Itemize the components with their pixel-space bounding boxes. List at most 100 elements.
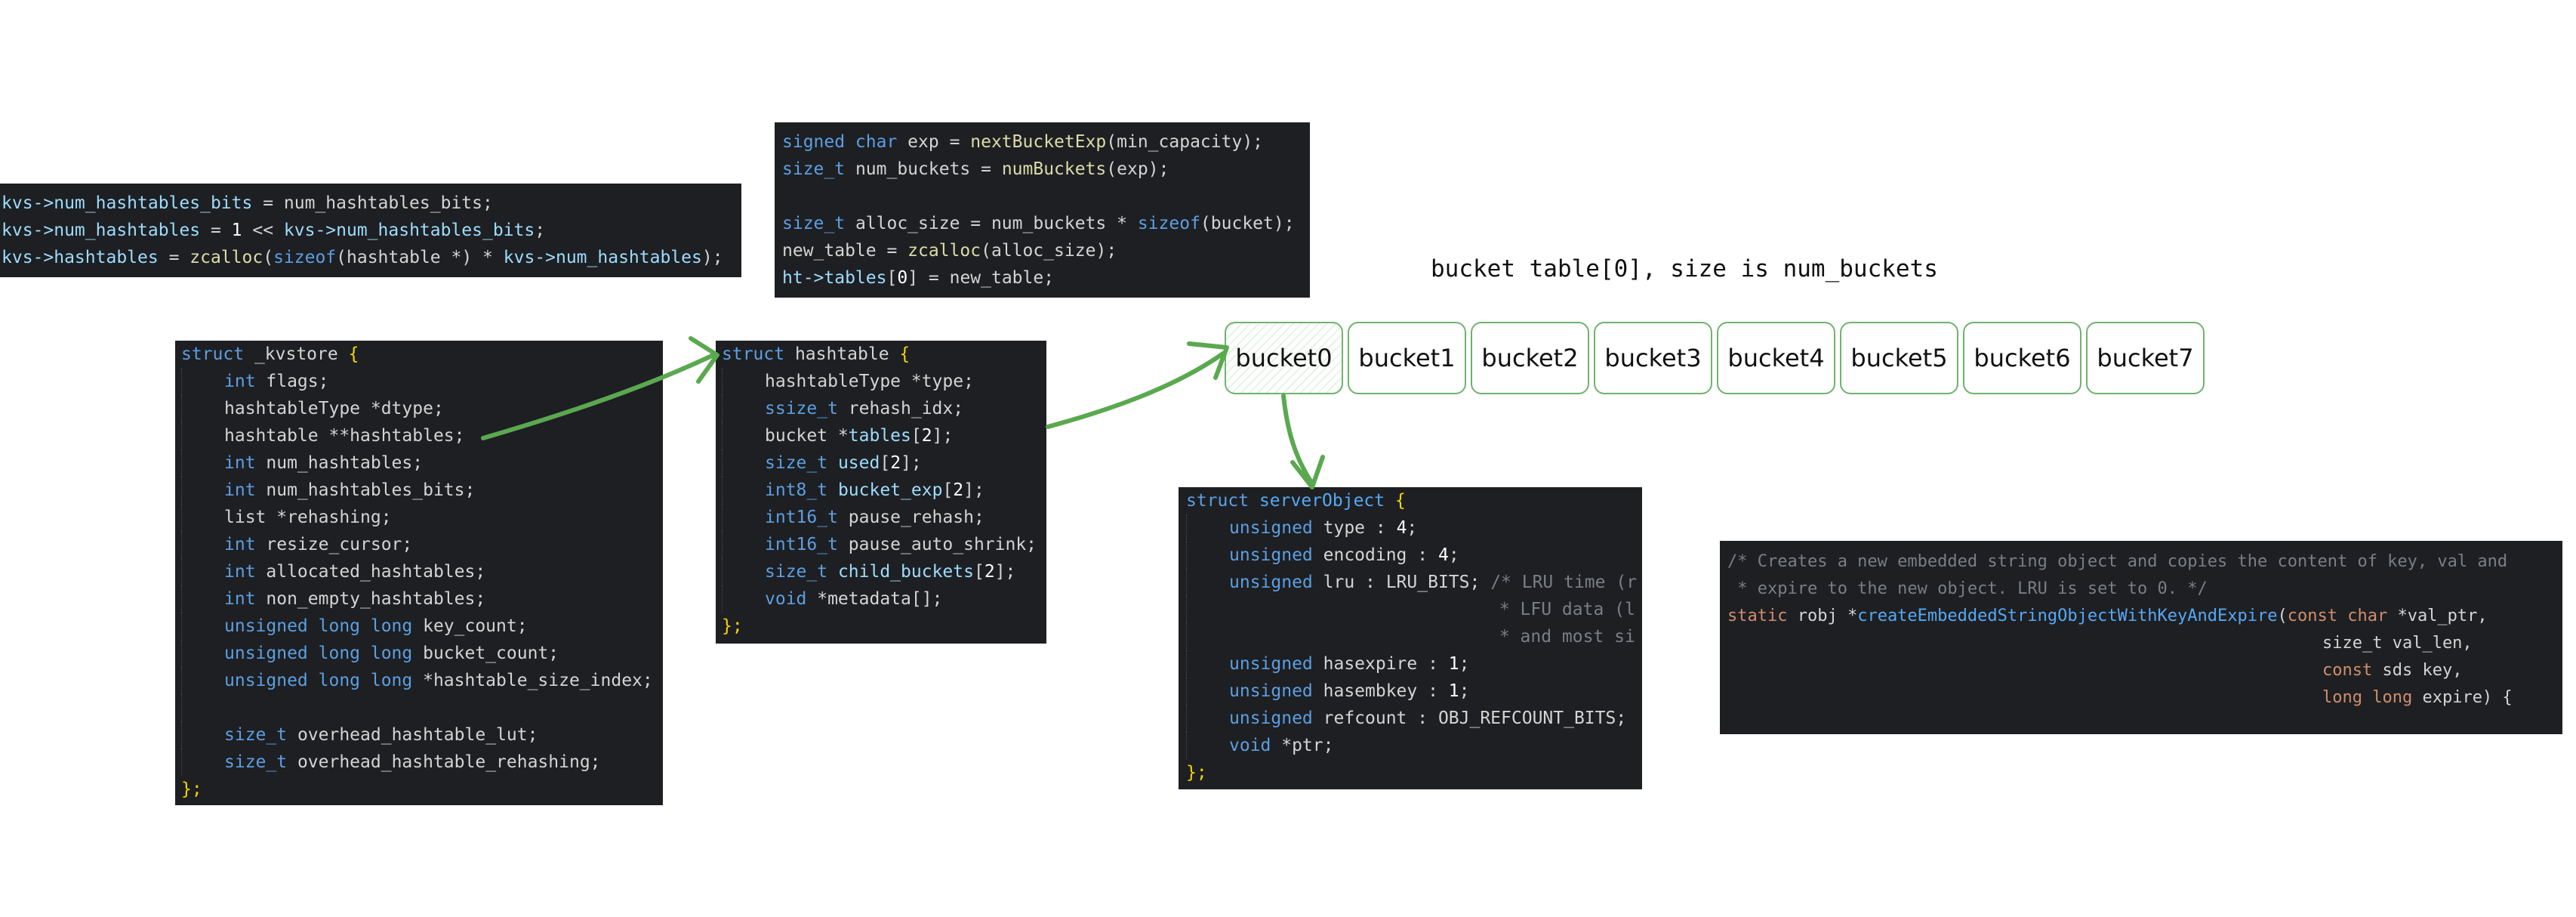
code-token: bucket_exp <box>837 480 943 500</box>
code-token: key_count; <box>412 616 528 636</box>
code-token: = new_table; <box>918 268 1055 288</box>
indent-guide <box>181 613 224 640</box>
code-token: ; <box>1253 132 1264 152</box>
code-token: lru : LRU_BITS; <box>1312 573 1491 592</box>
indent-guide <box>1186 623 1489 650</box>
code-line: int num_hashtables_bits; <box>181 477 663 504</box>
code-token: ( <box>2277 607 2288 625</box>
serverobject-struct-code: struct serverObject {unsigned type : 4;u… <box>1179 487 1642 789</box>
code-token: = <box>200 221 232 240</box>
indent-guide <box>722 449 765 477</box>
code-token: nextBucketExp <box>970 132 1107 152</box>
indent-guide <box>181 477 224 504</box>
code-token: hashtableType *dtype; <box>224 399 444 418</box>
code-token: [ <box>886 268 898 288</box>
code-token: int <box>224 480 256 500</box>
code-token: ) <box>701 248 713 267</box>
code-token: resize_cursor; <box>255 535 413 554</box>
indent-guide <box>181 368 224 395</box>
code-token: overhead_hashtable_rehashing; <box>287 752 601 772</box>
bucket-3: bucket3 <box>1594 322 1712 394</box>
code-token: ; <box>1158 159 1169 179</box>
code-token: ( <box>1106 159 1117 179</box>
code-line: int16_t pause_rehash; <box>722 504 1046 531</box>
code-token: non_empty_hashtables; <box>255 589 486 609</box>
code-token: robj * <box>1787 607 1858 625</box>
code-token: [ <box>942 480 954 500</box>
code-line: ssize_t rehash_idx; <box>722 395 1046 422</box>
code-token: ) <box>1095 241 1107 261</box>
code-line: }; <box>1186 759 1642 786</box>
code-token: * <box>472 248 504 267</box>
code-token: sizeof <box>1137 214 1200 233</box>
code-token: int16_t <box>765 508 838 527</box>
code-line: kvs->num_hashtables_bits = num_hashtable… <box>2 190 741 217</box>
code-token: size_t <box>782 214 846 233</box>
code-line: int allocated_hashtables; <box>181 558 663 585</box>
code-token: { <box>1394 491 1406 511</box>
code-token: ] <box>932 426 943 446</box>
code-line: size_t used[2]; <box>722 449 1046 477</box>
code-line: /* Creates a new embedded string object … <box>1727 548 2562 576</box>
code-token: ; <box>1459 681 1470 701</box>
code-token: rehash_idx; <box>837 399 964 418</box>
code-token: ) <box>1148 159 1159 179</box>
arrow-hashtable-to-bucket0 <box>1046 351 1225 429</box>
code-token: { <box>899 344 911 364</box>
indent-guide <box>181 504 224 531</box>
code-token <box>827 558 838 585</box>
code-token: *metadata <box>806 589 911 609</box>
code-line: signed char exp = nextBucketExp(min_capa… <box>782 128 1310 156</box>
code-token: 1 <box>1448 681 1459 701</box>
code-token: ( <box>1106 132 1117 152</box>
code-token: ] <box>963 480 975 500</box>
code-token: hashtableType *type; <box>765 372 974 391</box>
code-token: ; <box>1448 545 1459 565</box>
code-token: ; <box>712 248 723 267</box>
code-token: 2 <box>921 426 932 446</box>
code-token: struct <box>1186 491 1249 511</box>
code-token: numBuckets <box>1001 159 1107 179</box>
code-token: * expire to the new object. LRU is set t… <box>1727 579 2208 598</box>
bucket-4: bucket4 <box>1717 322 1835 394</box>
table-alloc-code: signed char exp = nextBucketExp(min_capa… <box>775 122 1310 298</box>
code-token: 2 <box>984 562 995 582</box>
code-token: }; <box>1186 763 1207 783</box>
code-token: exp <box>1117 159 1148 179</box>
code-line: int resize_cursor; <box>181 531 663 558</box>
code-token: list *rehashing; <box>224 508 392 527</box>
code-token: ( <box>336 248 347 267</box>
code-token: ; <box>942 426 954 446</box>
bucket-table-caption: bucket table[0], size is num_buckets <box>1431 255 1938 283</box>
code-line: long long expire) { <box>1727 684 2562 712</box>
code-token: unsigned long long <box>224 671 413 690</box>
code-token: ; <box>1005 562 1016 582</box>
code-line: hashtableType *dtype; <box>181 395 663 422</box>
code-token: size_t <box>224 752 288 772</box>
code-token: sds key, <box>2372 661 2463 680</box>
indent-guide <box>722 558 765 585</box>
code-line: int16_t pause_auto_shrink; <box>722 531 1046 558</box>
code-token: 4 <box>1396 518 1407 538</box>
code-line: size_t overhead_hashtable_rehashing; <box>181 749 663 776</box>
code-token: tables <box>848 426 911 446</box>
code-line: struct hashtable { <box>722 341 1046 368</box>
code-token: unsigned <box>1229 518 1313 538</box>
code-token: const char <box>2287 607 2388 625</box>
bucket-7: bucket7 <box>2086 322 2205 394</box>
code-line: unsigned lru : LRU_BITS; /* LRU time (r <box>1186 569 1642 596</box>
indent-guide <box>722 422 765 449</box>
code-token: 2 <box>890 453 901 473</box>
code-token: ( <box>981 241 991 261</box>
code-line: hashtable **hashtables; <box>181 422 663 449</box>
code-token: type : <box>1312 518 1397 538</box>
code-token: struct <box>722 344 785 364</box>
code-token: ) <box>461 248 473 267</box>
indent-guide <box>1186 542 1229 569</box>
code-token: createEmbeddedStringObjectWithKeyAndExpi… <box>1857 607 2278 625</box>
code-token: *ptr; <box>1271 736 1334 755</box>
code-line: void *ptr; <box>1186 732 1642 759</box>
code-line <box>181 694 663 721</box>
embedded-string-function-code: /* Creates a new embedded string object … <box>1720 541 2562 734</box>
code-token: bucket * <box>765 426 849 446</box>
